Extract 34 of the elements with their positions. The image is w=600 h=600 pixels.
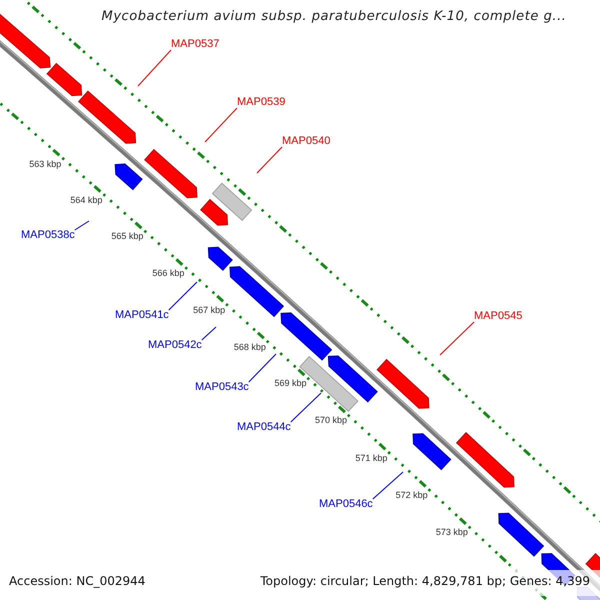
scale-label: 566 kbp [152, 269, 184, 278]
gene-label: MAP0545 [474, 311, 522, 322]
gene-label: MAP0542c [148, 340, 202, 351]
gene-label: MAP0538c [21, 230, 75, 241]
gene-label: MAP0541c [115, 310, 169, 321]
gene-label: MAP0539 [237, 97, 286, 108]
leader-line [440, 322, 474, 356]
leader-line [256, 146, 282, 174]
scale-label: 569 kbp [274, 379, 306, 388]
leader-line [74, 220, 90, 230]
leader-line [248, 354, 276, 382]
scale-label: 571 kbp [355, 454, 388, 463]
genome-stats-text: Topology: circular; Length: 4,829,781 bp; Genes: 4,399 [260, 575, 590, 587]
scale-label: 567 kbp [193, 306, 226, 315]
gene-label: MAP0540 [282, 136, 330, 147]
gene-label: MAP0544c [237, 422, 291, 433]
leader-line [138, 50, 172, 86]
scale-label: 565 kbp [111, 232, 144, 242]
scale-label: 568 kbp [234, 342, 266, 352]
scale-label: 570 kbp [314, 416, 347, 426]
map-title: Mycobacterium avium subsp. paratuberculosis K-10, complete g... [100, 10, 568, 23]
accession-text: Accession: NC_002944 [9, 575, 146, 587]
leader-line [372, 472, 404, 500]
gene-label: MAP0543c [195, 382, 249, 393]
leader-line [204, 108, 238, 142]
gene-label: MAP0546c [319, 499, 373, 510]
gene-label: MAP0537 [171, 39, 220, 50]
leader-line [201, 326, 216, 340]
scale-label: 573 kbp [436, 528, 468, 538]
leader-line [290, 392, 322, 422]
leader-line [168, 282, 198, 310]
scale-label: 572 kbp [396, 490, 428, 500]
scale-label: 563 kbp [29, 160, 62, 169]
scale-label: 564 kbp [70, 196, 102, 205]
